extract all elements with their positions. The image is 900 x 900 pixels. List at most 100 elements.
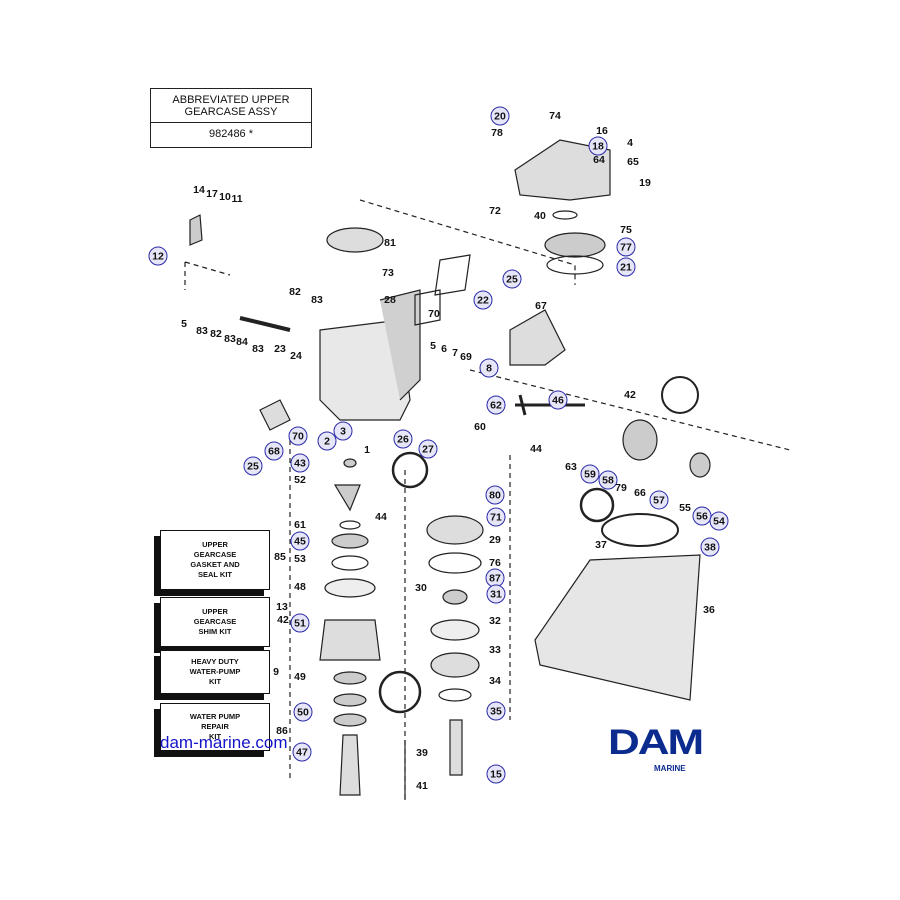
callout: 28 [384, 294, 396, 306]
callout: 41 [416, 780, 428, 792]
callout: 23 [274, 343, 286, 355]
callout: 78 [491, 127, 503, 139]
callout: 40 [534, 210, 546, 222]
callout-circled: 77 [616, 237, 636, 257]
title-line-1: ABBREVIATED UPPER [172, 94, 290, 106]
callout: 6 [441, 343, 447, 355]
kit-ref: 13 [276, 601, 288, 613]
callout: 11 [231, 193, 243, 205]
dam-logo-subtitle: MARINE [654, 764, 686, 773]
callout-circled: 27 [418, 439, 438, 459]
callout-circled: 51 [290, 613, 310, 633]
callout-circled: 3 [333, 421, 353, 441]
callout: 42 [624, 389, 636, 401]
callout: 16 [596, 125, 608, 137]
callout-circled: 47 [292, 742, 312, 762]
callout: 60 [474, 421, 486, 433]
callout-circled: 38 [700, 537, 720, 557]
callout: 19 [639, 177, 651, 189]
callout: 83 [196, 325, 208, 337]
callout: 82 [210, 328, 222, 340]
callout: 55 [679, 502, 691, 514]
callout: 53 [294, 553, 306, 565]
callout: 72 [489, 205, 501, 217]
callout: 33 [489, 644, 501, 656]
kit-ref: 9 [273, 666, 279, 678]
callout-circled: 22 [473, 290, 493, 310]
kit-ref: 86 [276, 725, 288, 737]
dam-logo: DAM [608, 723, 704, 763]
callout-circled: 25 [502, 269, 522, 289]
callout: 83 [224, 333, 236, 345]
callout: 4 [627, 137, 633, 149]
callout: 76 [489, 557, 501, 569]
callout: 75 [620, 224, 632, 236]
callout-circled: 35 [486, 701, 506, 721]
callout: 67 [535, 300, 547, 312]
callout: 48 [294, 581, 306, 593]
callout: 79 [615, 482, 627, 494]
callout: 42 [277, 614, 289, 626]
callout: 30 [415, 582, 427, 594]
callout: 82 [289, 286, 301, 298]
callout-circled: 54 [709, 511, 729, 531]
callout-circled: 8 [479, 358, 499, 378]
callout: 83 [252, 343, 264, 355]
callout-circled: 56 [692, 506, 712, 526]
kit-gasket-seal: UPPER GEARCASE GASKET AND SEAL KIT [160, 530, 270, 590]
callout-circled: 45 [290, 531, 310, 551]
callout-circled: 21 [616, 257, 636, 277]
callout: 84 [236, 336, 248, 348]
callout: 69 [460, 351, 472, 363]
callout: 17 [206, 188, 218, 200]
callout-circled: 58 [598, 470, 618, 490]
kit-shim: UPPER GEARCASE SHIM KIT [160, 597, 270, 647]
callout: 66 [634, 487, 646, 499]
callout: 24 [290, 350, 302, 362]
callout-circled: 46 [548, 390, 568, 410]
callout-circled: 50 [293, 702, 313, 722]
callout: 73 [382, 267, 394, 279]
callout: 74 [549, 110, 561, 122]
kit-ref: 85 [274, 551, 286, 563]
website-link[interactable]: dam-marine.com [160, 733, 288, 752]
callout: 83 [311, 294, 323, 306]
callout: 65 [627, 156, 639, 168]
callout: 61 [294, 519, 306, 531]
callout: 49 [294, 671, 306, 683]
callout: 34 [489, 675, 501, 687]
callout-circled: 57 [649, 490, 669, 510]
callout: 14 [193, 184, 205, 196]
callout-circled: 26 [393, 429, 413, 449]
callout: 37 [595, 539, 607, 551]
callout-circled: 31 [486, 584, 506, 604]
kit-water-pump-repair: WATER PUMP REPAIR KIT [160, 703, 270, 751]
callout: 5 [181, 318, 187, 330]
callout: 39 [416, 747, 428, 759]
callout: 32 [489, 615, 501, 627]
callout-circled: 2 [317, 431, 337, 451]
callout: 1 [364, 444, 370, 456]
callout: 5 [430, 340, 436, 352]
kit-heavy-duty-water-pump: HEAVY DUTY WATER-PUMP KIT [160, 650, 270, 694]
callout-circled: 18 [588, 136, 608, 156]
callout: 10 [219, 191, 231, 203]
callout: 44 [530, 443, 542, 455]
callout-circled: 59 [580, 464, 600, 484]
callout: 52 [294, 474, 306, 486]
callout: 70 [428, 308, 440, 320]
callout-circled: 62 [486, 395, 506, 415]
callout: 36 [703, 604, 715, 616]
callout: 63 [565, 461, 577, 473]
callout-circled: 25 [243, 456, 263, 476]
callout-circled: 12 [148, 246, 168, 266]
callout: 7 [452, 347, 458, 359]
title-line-2: GEARCASE ASSY [184, 106, 278, 118]
callout: 81 [384, 237, 396, 249]
callout-circled: 71 [486, 507, 506, 527]
callout-circled: 70 [288, 426, 308, 446]
callout: 64 [593, 154, 605, 166]
callout: 29 [489, 534, 501, 546]
